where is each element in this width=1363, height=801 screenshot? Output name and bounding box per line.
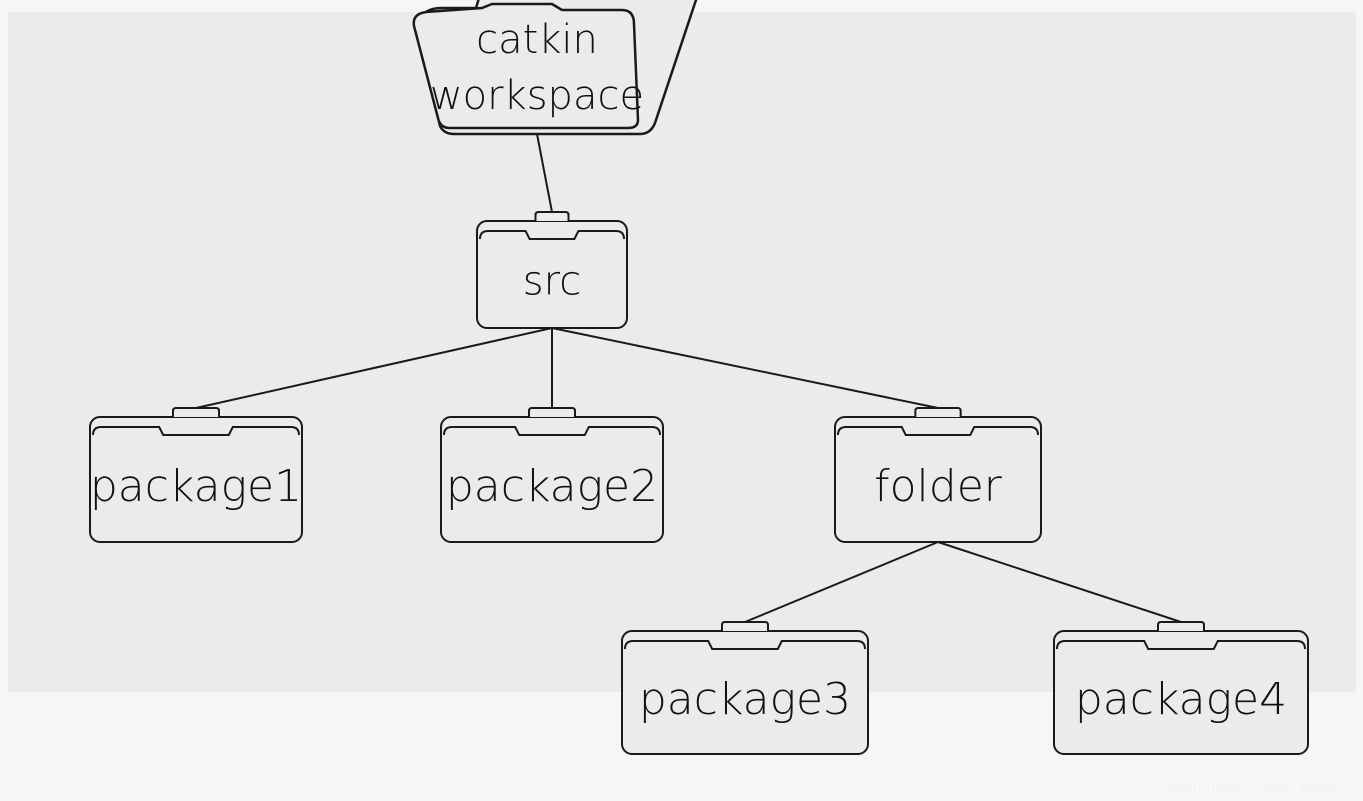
nodes-layer: catkin workspace src package1 package2 folder… — [89, 0, 1309, 755]
folder-tab-icon — [914, 407, 962, 417]
folder-node-folder: folder — [834, 407, 1042, 543]
folder-tab-icon — [528, 407, 576, 417]
folder-tab-icon — [1157, 621, 1205, 631]
open-folder-front-icon — [412, 2, 640, 130]
folder-node-package3: package3 — [621, 621, 869, 755]
folder-flap-icon — [92, 426, 300, 436]
folder-tab-icon — [534, 211, 570, 221]
edges-layer — [195, 133, 1182, 623]
folder-label-workspace-line2: workspace — [430, 73, 644, 119]
folder-label-src: src — [523, 259, 581, 305]
edge-workspace-src — [536, 133, 553, 213]
folder-label-package3: package3 — [639, 674, 851, 725]
folder-tab-icon — [721, 621, 769, 631]
diagram-panel — [8, 12, 1356, 692]
folder-flap-icon — [837, 426, 1039, 436]
folder-label-package1: package1 — [90, 461, 302, 512]
folder-node-workspace: catkin workspace — [412, 0, 698, 136]
folder-label-package4: package4 — [1075, 674, 1287, 725]
folder-flap-icon — [443, 426, 661, 436]
folder-flap-icon — [479, 230, 625, 240]
folder-label-folder: folder — [874, 461, 1003, 512]
folder-tab-icon — [172, 407, 220, 417]
folder-node-package2: package2 — [440, 407, 664, 543]
edge-src-package1 — [195, 327, 553, 409]
edge-folder-package4 — [937, 541, 1182, 623]
edge-folder-package3 — [744, 541, 939, 623]
folder-node-package1: package1 — [89, 407, 303, 543]
folder-node-src: src — [476, 211, 628, 329]
folder-flap-icon — [624, 640, 866, 650]
folder-flap-icon — [1056, 640, 1306, 650]
watermark-text: https://blog.csdn.net/xu19950525 — [1148, 779, 1355, 795]
edge-src-folder — [551, 327, 939, 409]
folder-label-workspace-line1: catkin — [476, 17, 598, 63]
folder-label-package2: package2 — [446, 461, 658, 512]
folder-node-package4: package4 — [1053, 621, 1309, 755]
